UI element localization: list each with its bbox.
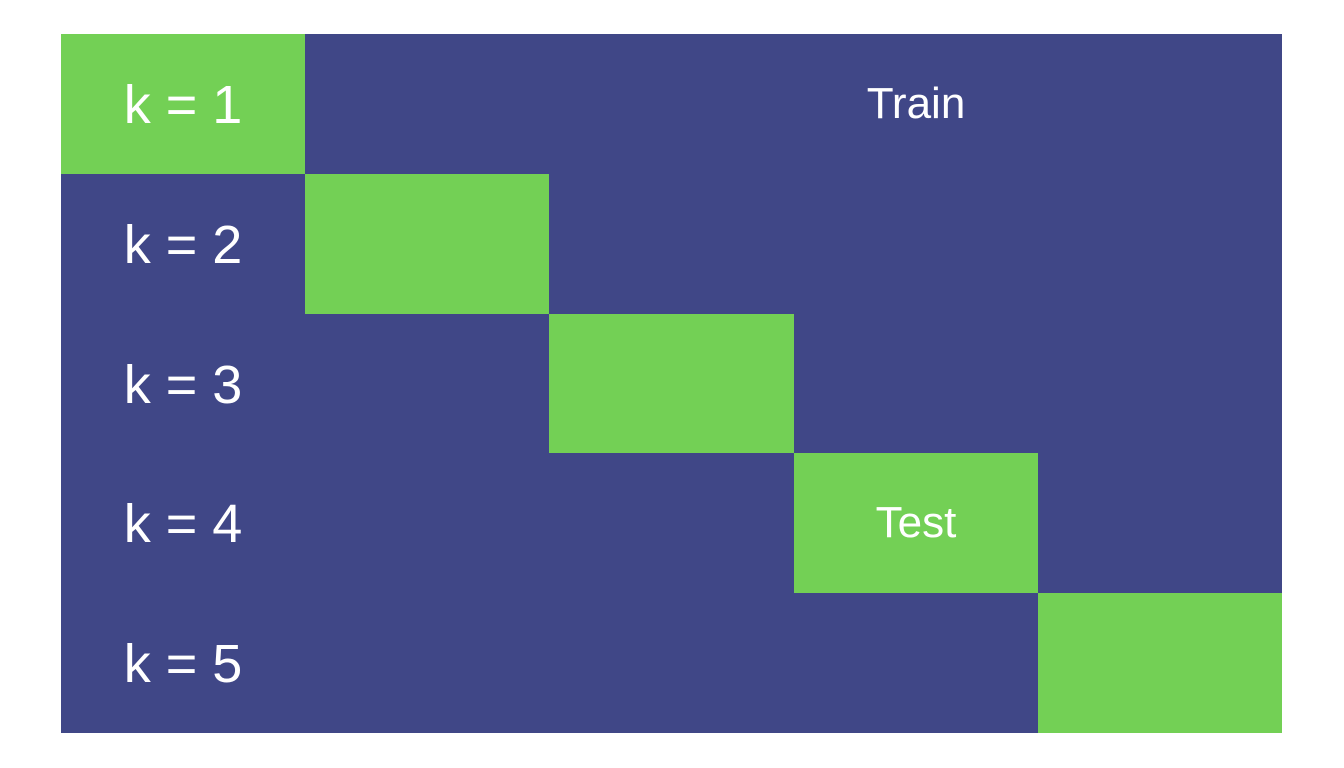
- row-label-k2: k = 2: [123, 215, 243, 275]
- row-label-k5: k = 5: [123, 634, 243, 694]
- test-fold-cell-k5: [1038, 593, 1282, 733]
- row-label-k3: k = 3: [123, 354, 243, 415]
- test-fold-cell-k1: [61, 34, 305, 174]
- train-label: Train: [866, 79, 966, 128]
- test-fold-cell-k4: [794, 453, 1038, 593]
- cross-validation-diagram: k = 1 k = 2 k = 3 k = 4 k = 5 Train Test: [61, 34, 1282, 733]
- test-fold-cell-k2: [305, 174, 549, 314]
- test-fold-cell-k3: [549, 314, 794, 453]
- test-label: Test: [875, 498, 957, 547]
- row-label-k4: k = 4: [123, 494, 243, 554]
- row-label-k1: k = 1: [123, 75, 243, 135]
